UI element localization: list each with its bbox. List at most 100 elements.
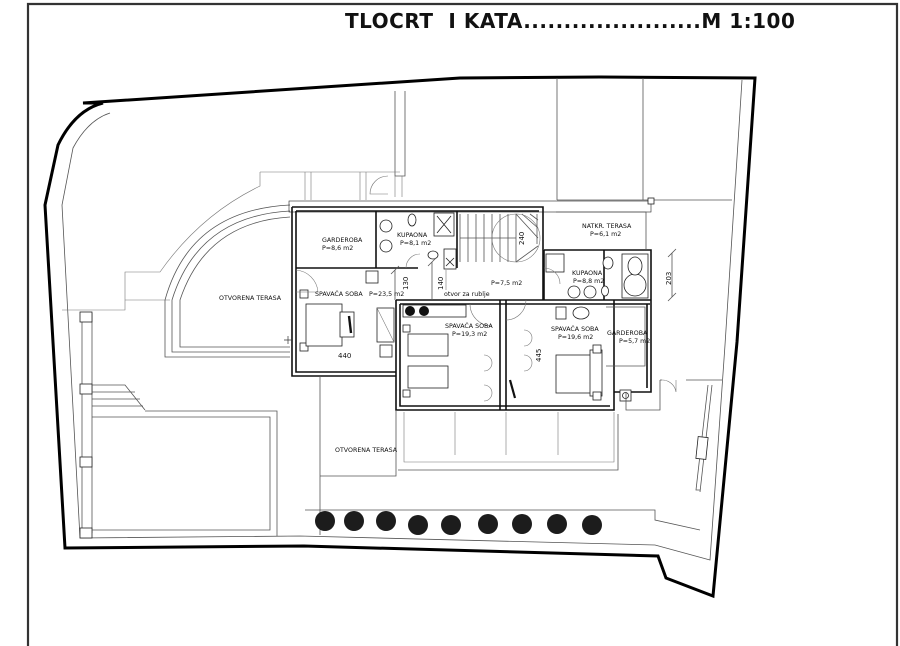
area-kupaona-2: P=8,8 m2 bbox=[573, 278, 604, 285]
tub-basin bbox=[627, 256, 643, 276]
dim-bedroom-3-depth: 445 bbox=[535, 349, 543, 362]
tv-unit bbox=[339, 311, 355, 338]
bath2-north-wall bbox=[544, 249, 652, 300]
gate-post bbox=[394, 176, 403, 197]
gate-door-swing bbox=[369, 175, 389, 195]
wardrobe-partition bbox=[606, 306, 646, 367]
area-garderoba-2: P=5,7 m2 bbox=[619, 338, 650, 345]
sheet-frame bbox=[26, 2, 899, 646]
shrub-icon bbox=[408, 515, 428, 535]
sink-icon bbox=[583, 285, 597, 299]
dim-passage-2: 140 bbox=[437, 277, 445, 290]
bedroom1-door-swing bbox=[295, 269, 319, 293]
label-garderoba-2: GARDEROBA bbox=[607, 330, 648, 337]
stair-winders bbox=[515, 213, 539, 263]
fence-wall bbox=[394, 91, 406, 177]
label-kupaona-1: KUPAONA bbox=[397, 232, 428, 239]
washer-icon bbox=[405, 306, 415, 316]
area-garderoba-1: P=8,6 m2 bbox=[322, 245, 353, 252]
balcony-planters bbox=[403, 412, 615, 463]
dim-line-203 bbox=[667, 248, 677, 302]
label-natkr-terasa: NATKR. TERASA bbox=[582, 223, 632, 230]
dim-passage-1: 130 bbox=[402, 277, 410, 290]
nightstand bbox=[299, 342, 309, 352]
stair-walkline bbox=[491, 213, 541, 263]
pergola-beam bbox=[81, 313, 93, 533]
shrub-icon bbox=[582, 515, 602, 535]
label-spavaca-1: SPAVAĆA SOBA bbox=[315, 289, 363, 298]
area-hall: P=7,5 m2 bbox=[491, 280, 522, 287]
plot-boundary bbox=[43, 75, 757, 599]
chairs bbox=[523, 329, 533, 372]
round-tub-icon bbox=[623, 273, 647, 297]
round-table-icon bbox=[572, 306, 590, 320]
south-terrace-west bbox=[319, 376, 397, 535]
single-bed bbox=[407, 333, 449, 357]
area-spavaca-1: P=23,5 m2 bbox=[369, 291, 404, 298]
shrub-icon bbox=[344, 511, 364, 531]
wardrobe-east-wall bbox=[614, 300, 652, 393]
bedroom2-door-swing bbox=[469, 303, 493, 327]
house-west-wall bbox=[291, 207, 396, 377]
headboard bbox=[589, 349, 603, 397]
bedroom-party-wall bbox=[499, 300, 507, 410]
plot-inner-line bbox=[61, 79, 743, 561]
sink-icon bbox=[379, 219, 393, 233]
nightstand bbox=[402, 389, 411, 398]
house-west-wall-inner bbox=[295, 211, 396, 373]
counter bbox=[402, 304, 467, 318]
roof-edge bbox=[288, 200, 652, 213]
east-path bbox=[686, 379, 722, 493]
chairs bbox=[483, 354, 493, 402]
area-spavaca-3: P=19,6 m2 bbox=[558, 334, 593, 341]
shower-drain-icon bbox=[436, 215, 452, 234]
column-icon bbox=[647, 197, 655, 205]
shrub-icon bbox=[547, 514, 567, 534]
pergola-post bbox=[79, 456, 93, 468]
label-kupaona-2: KUPAONA bbox=[572, 270, 603, 277]
tv-icon bbox=[508, 379, 517, 399]
bedroom-block-north-wall bbox=[396, 299, 651, 305]
area-kupaona-1: P=8,1 m2 bbox=[400, 240, 431, 247]
balcony-edge bbox=[398, 414, 619, 471]
laundry-chute bbox=[443, 248, 457, 270]
covered-terrace-edge bbox=[556, 211, 647, 250]
garden-divisions bbox=[556, 78, 732, 201]
desk-diagonal bbox=[376, 307, 395, 343]
stair-rails-north bbox=[304, 172, 367, 200]
nightstand bbox=[592, 344, 602, 354]
house-north-wall bbox=[292, 206, 544, 300]
nightstand bbox=[592, 391, 602, 401]
bidet-icon bbox=[427, 250, 439, 260]
dim-line-140 bbox=[427, 257, 437, 300]
bath1-door-swing bbox=[405, 253, 421, 269]
shrub-icon bbox=[376, 511, 396, 531]
nightstand bbox=[299, 289, 309, 299]
drawing-title: TLOCRT I KATA......................M 1:1… bbox=[345, 9, 796, 33]
dim-stair-width: 240 bbox=[518, 232, 526, 245]
pool bbox=[92, 410, 278, 536]
toilet-icon bbox=[602, 256, 614, 270]
single-bed bbox=[407, 365, 449, 389]
double-bed bbox=[305, 303, 343, 347]
chair-icon bbox=[379, 344, 393, 358]
dim-bathroom-2-depth: 203 bbox=[665, 272, 673, 285]
shrub-icon bbox=[441, 515, 461, 535]
label-otvorena-terasa-south: OTVORENA TERASA bbox=[335, 447, 398, 454]
bench-icon bbox=[695, 436, 709, 460]
chair-icon bbox=[555, 306, 567, 320]
shrub-row bbox=[315, 511, 602, 535]
nightstand bbox=[402, 324, 411, 333]
dim-line-130 bbox=[390, 265, 400, 300]
sink-icon bbox=[379, 239, 393, 253]
bedroom-block-walls bbox=[395, 300, 615, 411]
bath2-door-swing bbox=[543, 267, 561, 285]
east-step bbox=[625, 379, 662, 411]
label-garderoba-1: GARDEROBA bbox=[322, 237, 363, 244]
pergola-post bbox=[79, 383, 93, 395]
laundry-chute-x bbox=[445, 257, 455, 267]
label-otvorena-terasa-west: OTVORENA TERASA bbox=[219, 295, 282, 302]
shrub-icon bbox=[315, 511, 335, 531]
sink-icon bbox=[567, 285, 581, 299]
